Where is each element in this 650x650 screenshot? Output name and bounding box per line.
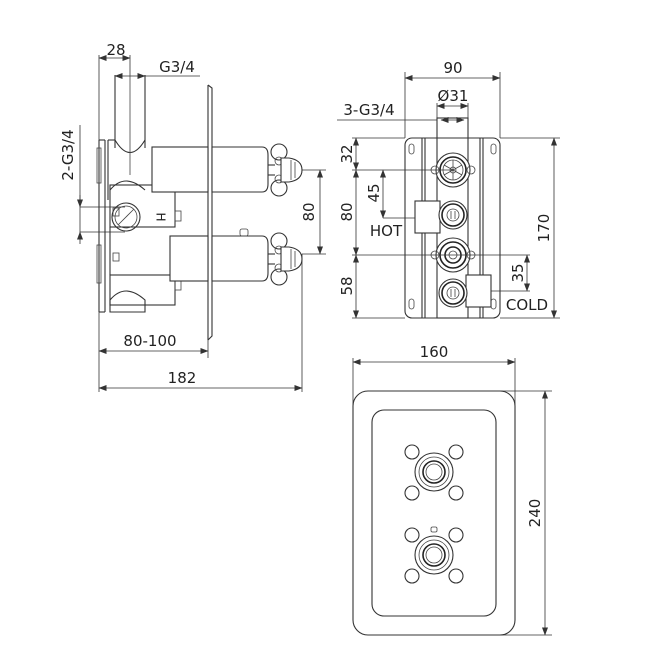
dim-hot-offset: 45: [365, 169, 386, 219]
back-view: 90 Ø31 3-G3/4 32 80: [337, 59, 560, 319]
mount-slot: [408, 143, 415, 155]
dim-left-chain: 32 80 58: [338, 137, 359, 319]
dim-cold-offset: 35: [509, 254, 530, 292]
hot-inlet-fitting: H: [111, 202, 168, 232]
outlet-pipe: [107, 75, 146, 200]
dim-wall-depth: 80-100: [98, 312, 209, 392]
mount-slot: [490, 298, 497, 310]
valve-back-plate: [96, 139, 106, 313]
dim-outlet-thread: G3/4: [114, 58, 200, 79]
faceplate-inner: [371, 409, 497, 617]
dim-label-28: 28: [106, 41, 125, 59]
front-upper-cross-handle: [404, 444, 464, 501]
front-view: 160 240: [352, 343, 552, 636]
upper-cross-handle: [270, 143, 303, 197]
mounting-plate: [207, 84, 213, 341]
dim-label-80-back: 80: [338, 202, 356, 221]
mount-slot: [490, 143, 497, 155]
dim-back-height: 170: [535, 137, 557, 319]
dim-pipe-offset: 28: [98, 41, 131, 140]
dim-label-170: 170: [535, 214, 553, 243]
hot-label: HOT: [370, 222, 403, 240]
side-view: H: [59, 41, 326, 392]
lower-cross-handle: [270, 232, 303, 286]
dim-inlet-threads: 2-G3/4: [59, 125, 125, 244]
dim-label-182: 182: [168, 369, 197, 387]
dim-label-240: 240: [526, 499, 544, 528]
dim-bore-diameter: Ø31: [436, 87, 469, 138]
dim-label-90: 90: [443, 59, 462, 77]
dim-label-3g34: 3-G3/4: [343, 101, 394, 119]
dim-front-width: 160: [352, 343, 516, 410]
cold-label: COLD: [506, 296, 548, 314]
dim-label-58: 58: [338, 276, 356, 295]
dim-label-160: 160: [420, 343, 449, 361]
hot-inlet-port: [414, 200, 468, 234]
dim-thread-count: 3-G3/4: [337, 101, 465, 123]
dim-label-45: 45: [365, 183, 383, 202]
dim-label-32: 32: [338, 144, 356, 163]
dim-label-d31: Ø31: [438, 87, 469, 105]
dim-label-2g34: 2-G3/4: [59, 129, 77, 180]
faceplate-outer: [352, 390, 516, 636]
dim-label-g34: G3/4: [159, 58, 195, 76]
dim-handle-spacing: 80: [300, 169, 326, 255]
front-lower-cross-handle: [404, 526, 464, 584]
dim-label-80-100: 80-100: [123, 332, 176, 350]
hot-marker: H: [154, 212, 168, 221]
dim-front-height: 240: [500, 390, 552, 636]
upper-cartridge: [151, 146, 275, 193]
lower-cartridge: [169, 228, 275, 282]
dim-back-width: 90: [404, 59, 501, 138]
valve-body: [109, 180, 182, 313]
mount-slot: [408, 298, 415, 310]
dim-label-80-side: 80: [300, 202, 318, 221]
cold-inlet-port: [438, 274, 492, 308]
dim-label-35: 35: [509, 263, 527, 282]
dim-total-depth: 182: [98, 254, 303, 392]
